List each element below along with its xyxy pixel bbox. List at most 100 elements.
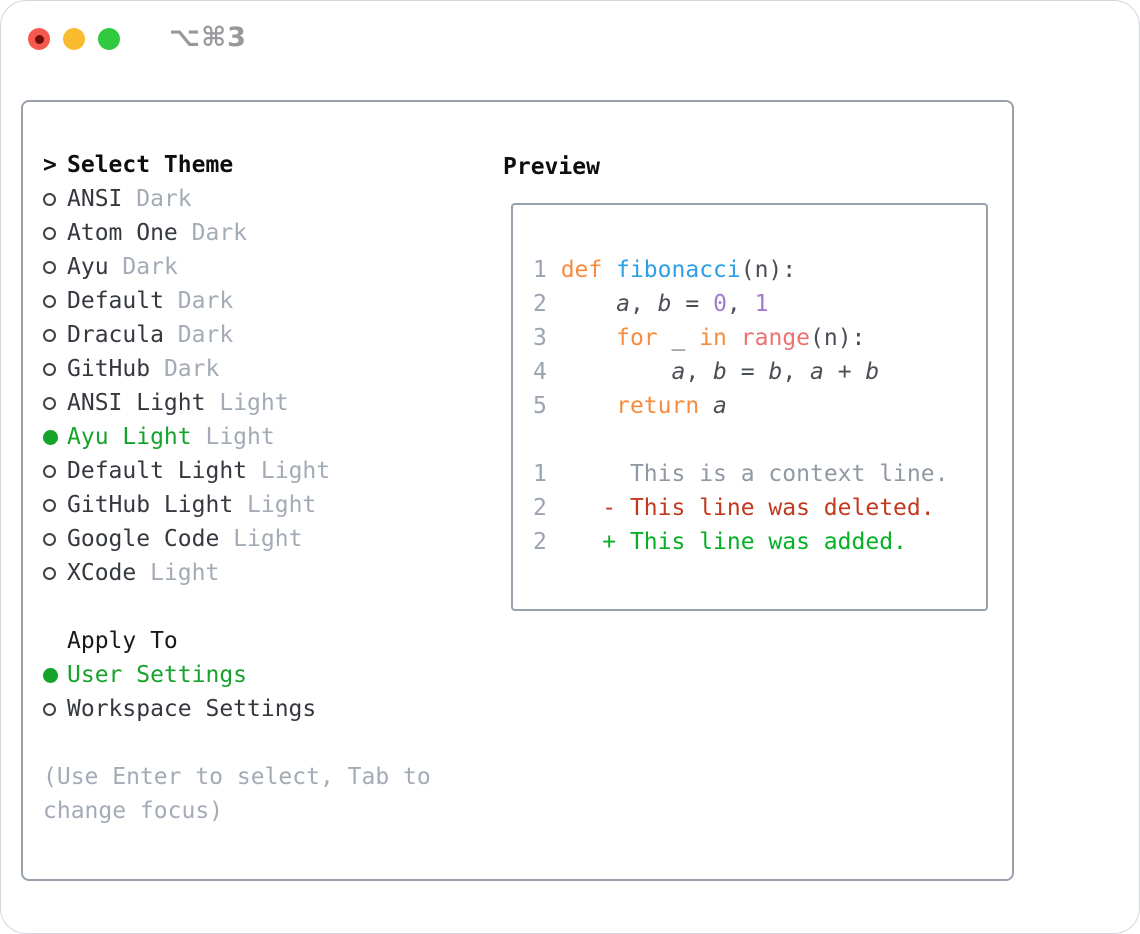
selection-cursor-cell: >: [43, 152, 67, 178]
theme-variant: Light: [150, 560, 220, 586]
code-segment: 4: [533, 359, 561, 385]
blank-line: [533, 423, 986, 457]
code-segment: 2: [533, 495, 547, 521]
radio-selected-icon: [43, 667, 58, 683]
code-line: 5 return a: [533, 389, 986, 423]
theme-option-label: Dracula Dark: [67, 322, 233, 348]
code-line: 2 a, b = 0, 1: [533, 287, 986, 321]
theme-option-default-dark[interactable]: Default Dark: [43, 284, 483, 318]
code-segment: 1: [754, 291, 769, 317]
code-segment: for: [616, 325, 658, 351]
theme-option-xcode-light[interactable]: XCode Light: [43, 556, 483, 590]
hint-text: (Use Enter to select, Tab to change focu…: [43, 764, 431, 824]
theme-variant: Light: [233, 526, 303, 552]
radio-unselected-icon: [43, 566, 56, 580]
code-segment: 2: [533, 529, 547, 555]
theme-option-label: GitHub Dark: [67, 356, 219, 382]
titlebar: ⌥⌘3: [1, 1, 1139, 77]
theme-name: XCode: [67, 560, 137, 586]
radio-cell: [43, 226, 67, 240]
theme-option-google-code-light[interactable]: Google Code Light: [43, 522, 483, 556]
code-segment: a: [616, 291, 630, 317]
code-segment: range: [740, 325, 810, 351]
code-segment: [561, 359, 672, 385]
code-segment: _: [657, 325, 700, 351]
window-shortcut-label: ⌥⌘3: [169, 22, 247, 53]
theme-option-ansi-dark[interactable]: ANSI Dark: [43, 182, 483, 216]
theme-variant: Dark: [122, 254, 178, 280]
code-segment: ,: [629, 291, 658, 317]
code-segment: [727, 325, 741, 351]
radio-unselected-icon: [43, 192, 56, 206]
code-segment: + This line was added.: [602, 529, 907, 555]
radio-cell: [43, 667, 67, 683]
theme-option-label: ANSI Light Light: [67, 390, 289, 416]
select-theme-heading: Select Theme: [67, 152, 234, 178]
theme-option-atom-one-dark[interactable]: Atom One Dark: [43, 216, 483, 250]
radio-unselected-icon: [43, 498, 56, 512]
code-segment: [547, 529, 602, 555]
theme-option-ayu-dark[interactable]: Ayu Dark: [43, 250, 483, 284]
code-line: 4 a, b = b, a + b: [533, 355, 986, 389]
code-segment: 2: [533, 291, 561, 317]
code-segment: (n):: [810, 325, 866, 351]
code-segment: b: [713, 359, 727, 385]
theme-name: Default Light: [67, 458, 248, 484]
apply-option-label: Workspace Settings: [67, 696, 317, 722]
theme-name: ANSI: [67, 186, 123, 212]
code-segment: - This line was deleted.: [602, 495, 935, 521]
theme-option-dracula-dark[interactable]: Dracula Dark: [43, 318, 483, 352]
radio-unselected-icon: [43, 260, 56, 274]
theme-variant: Dark: [191, 220, 248, 246]
code-segment: return: [616, 393, 700, 419]
radio-selected-icon: [43, 429, 58, 445]
code-segment: 5: [533, 393, 561, 419]
apply-to-heading-row: Apply To: [43, 624, 483, 658]
zoom-button[interactable]: [98, 28, 120, 50]
radio-cell: [43, 294, 67, 308]
theme-option-ansi-light-light[interactable]: ANSI Light Light: [43, 386, 483, 420]
code-segment: def: [560, 257, 603, 283]
theme-name: GitHub: [67, 356, 151, 382]
close-button[interactable]: [28, 28, 50, 50]
code-segment: a: [713, 393, 727, 419]
theme-option-label: XCode Light: [67, 560, 219, 586]
code-segment: a: [671, 359, 686, 385]
cursor-icon: >: [43, 152, 57, 178]
radio-unselected-icon: [43, 464, 56, 478]
radio-unselected-icon: [43, 226, 56, 240]
radio-cell: [43, 362, 67, 376]
radio-cell: [43, 464, 67, 478]
theme-option-default-light-light[interactable]: Default Light Light: [43, 454, 483, 488]
apply-option-workspace-settings[interactable]: Workspace Settings: [43, 692, 483, 726]
radio-cell: [43, 702, 67, 716]
theme-name: Atom One: [67, 220, 178, 246]
apply-to-heading: Apply To: [67, 628, 178, 654]
theme-variant: Dark: [163, 356, 220, 382]
code-segment: 1: [533, 461, 547, 487]
apply-option-user-settings[interactable]: User Settings: [43, 658, 483, 692]
theme-option-label: Ayu Dark: [67, 254, 178, 280]
code-segment: in: [699, 325, 727, 351]
minimize-button[interactable]: [63, 28, 85, 50]
radio-cell: [43, 498, 67, 512]
theme-option-label: Default Dark: [67, 288, 233, 314]
diff-added-line: 2 + This line was added.: [533, 525, 986, 559]
radio-unselected-icon: [43, 532, 56, 546]
theme-variant: Light: [219, 390, 289, 416]
code-segment: ,: [685, 359, 714, 385]
code-segment: 3: [533, 325, 561, 351]
theme-option-ayu-light-light[interactable]: Ayu Light Light: [43, 420, 483, 454]
theme-option-github-light-light[interactable]: GitHub Light Light: [43, 488, 483, 522]
theme-option-github-dark[interactable]: GitHub Dark: [43, 352, 483, 386]
theme-option-label: GitHub Light Light: [67, 492, 316, 518]
preview-heading: Preview: [503, 154, 600, 180]
close-dot-icon: [34, 34, 44, 44]
code-line: 1 def fibonacci(n):: [533, 253, 986, 287]
theme-variant: Light: [260, 458, 331, 484]
theme-option-label: Ayu Light Light: [67, 424, 275, 450]
